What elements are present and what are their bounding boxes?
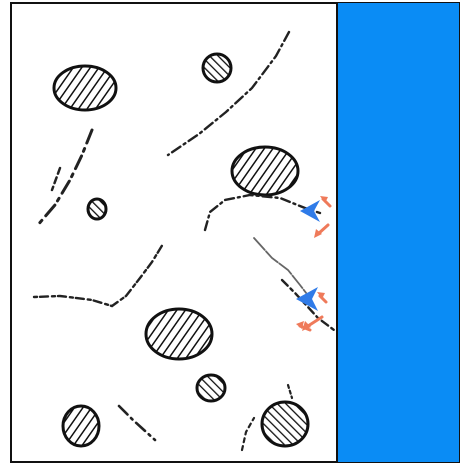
particle <box>197 375 225 401</box>
blue-region <box>337 3 459 462</box>
particle <box>203 54 231 82</box>
particle <box>262 402 308 446</box>
particle <box>88 199 106 219</box>
particle <box>63 406 99 446</box>
particle <box>232 147 298 195</box>
particle <box>146 309 212 359</box>
particle <box>54 66 116 110</box>
